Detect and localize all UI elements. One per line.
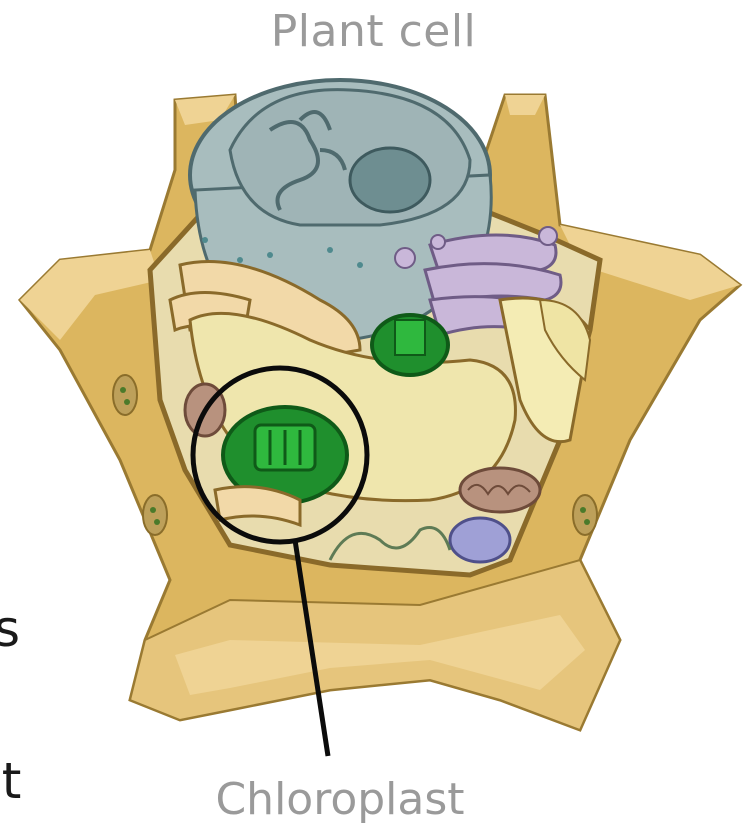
callout-label: Chloroplast: [210, 774, 470, 825]
nucleolus: [350, 148, 430, 212]
vesicle: [450, 518, 510, 562]
clipped-text-left-1: s: [0, 600, 20, 658]
chloroplast-upper: [372, 315, 448, 375]
clipped-text-left-2: ht: [0, 752, 21, 810]
